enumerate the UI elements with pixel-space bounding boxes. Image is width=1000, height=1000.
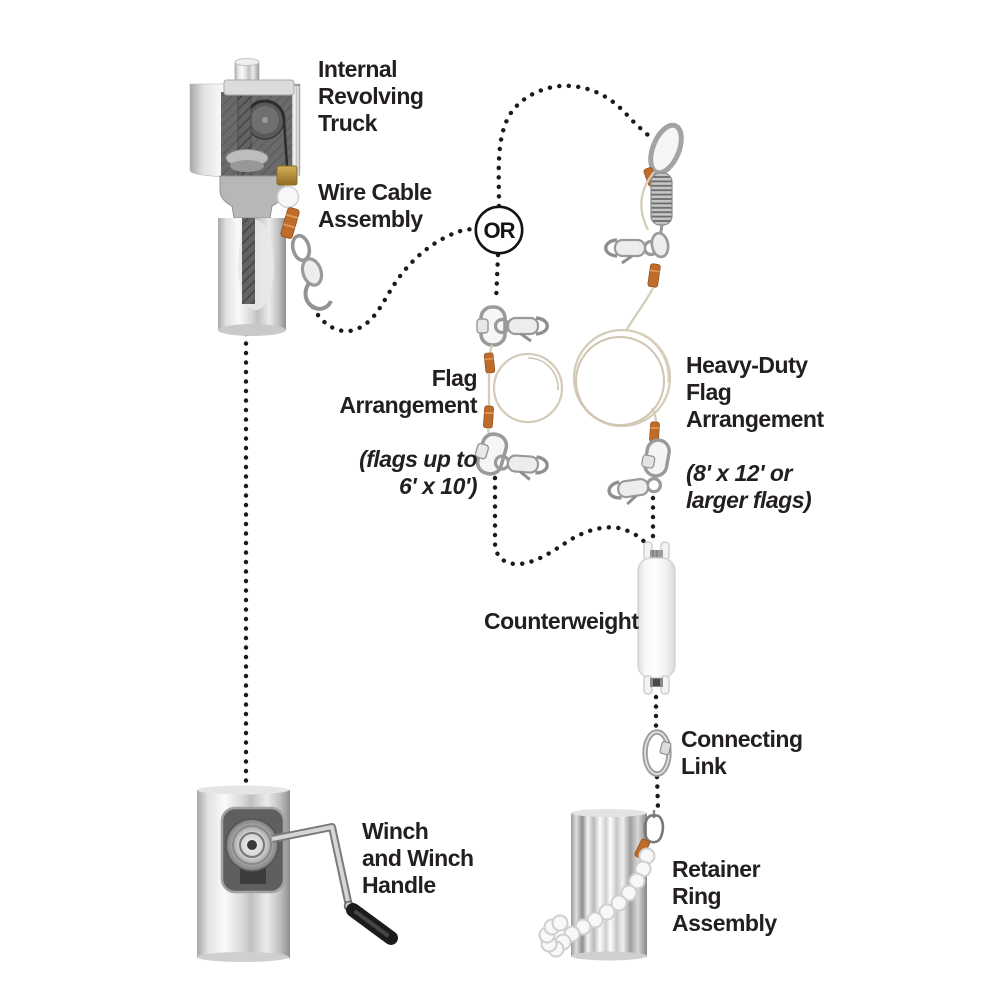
label-internal-revolving-truck: Internal Revolving Truck [318,56,424,136]
connecting-link-graphic [642,729,672,777]
copper-crimp [280,207,300,239]
copper-crimp [483,352,496,374]
or-connector-badge: OR [474,205,524,255]
dotted-flag-to-counterweight [492,475,653,567]
label-counterweight: Counterweight [484,608,639,634]
copper-crimp [483,405,494,429]
cable-coil [492,352,564,424]
cable-thimble [643,814,665,844]
wire-cable-assembly-graphic [276,185,333,311]
dotted-or-to-flag [493,252,501,305]
label-connecting-link: Connecting Link [681,726,803,779]
label-winch: Winch and Winch Handle [362,818,474,898]
retainer-ring-assembly-graphic [538,809,665,961]
or-label: OR [484,218,516,243]
label-flag-arrangement-note: (flags up to 6' x 10') [359,446,477,499]
label-flag-arrangement-title: Flag Arrangement [339,365,477,418]
dotted-or-to-heavy-duty [496,83,653,209]
flag-arrangement-graphic [474,305,564,483]
counterweight-graphic [637,541,676,695]
copper-crimp [649,421,660,443]
label-heavy-duty-flag-arrangement: Heavy-Duty Flag Arrangement (8' x 12' or… [686,325,824,541]
label-wire-cable-assembly: Wire Cable Assembly [318,179,432,232]
swivel-snap [290,233,333,311]
dotted-link-to-retainer [654,774,661,812]
dotted-connectors [243,83,661,812]
bead-chain [538,847,656,958]
label-heavy-duty-note: (8' x 12' or larger flags) [686,460,812,513]
heavy-duty-flag-arrangement-graphic [572,122,684,509]
dotted-truck-to-or [310,226,479,334]
carabiner [648,122,684,176]
cable-coil [572,328,672,428]
label-retainer-ring-assembly: Retainer Ring Assembly [672,856,777,936]
tension-spring [650,172,673,226]
label-heavy-duty-title: Heavy-Duty Flag Arrangement [686,352,824,432]
retaining-ball [276,185,300,209]
copper-crimp [647,263,661,288]
internal-revolving-truck-graphic [189,58,301,336]
winch-graphic [197,785,398,962]
label-flag-arrangement: Flag Arrangement (flags up to 6' x 10') [339,338,477,527]
